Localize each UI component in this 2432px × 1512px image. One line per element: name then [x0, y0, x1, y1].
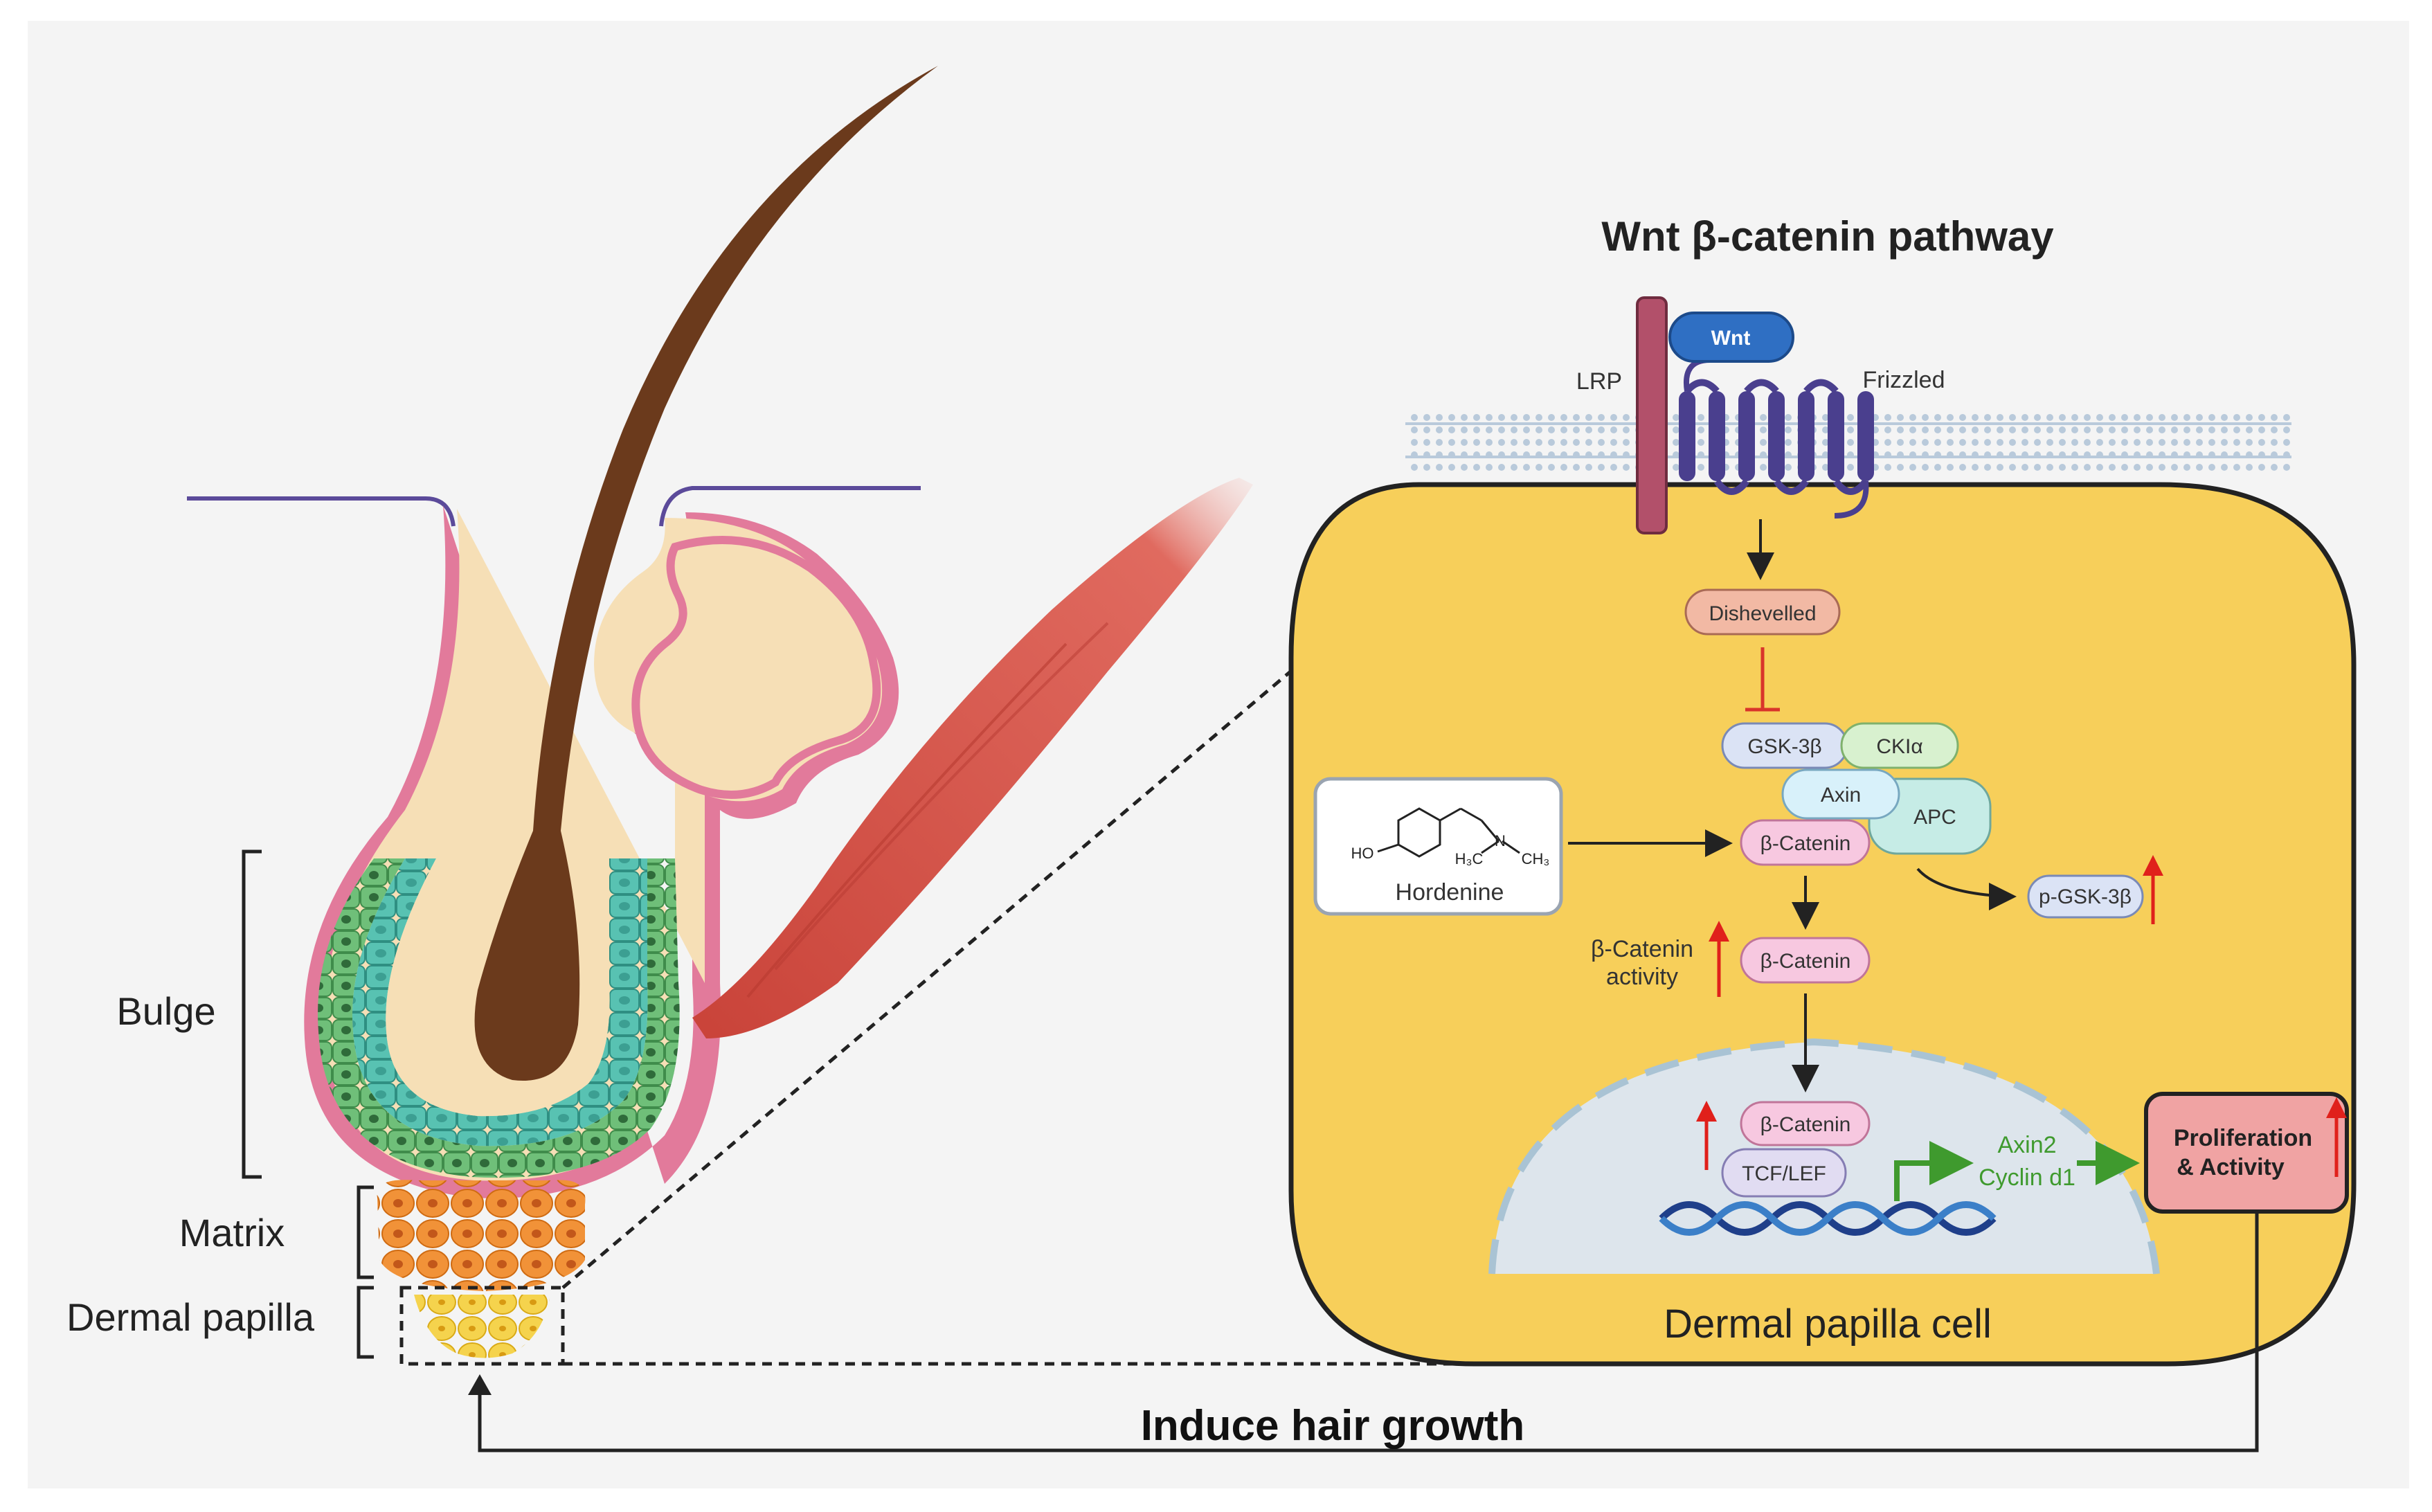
dishevelled-label: Dishevelled: [1709, 602, 1816, 625]
feedback-line: [478, 1212, 2259, 1452]
frizzled-label: Frizzled: [1862, 367, 1945, 393]
target-genes-line1: Axin2: [1997, 1132, 2056, 1158]
bcatenin-complex-node: [1740, 819, 1871, 866]
bulge-bracket: [242, 849, 262, 1179]
matrix-cells: [377, 1180, 586, 1291]
cell-membrane: [1405, 408, 2291, 471]
bcatenin-nuc-node: [1740, 1101, 1871, 1146]
arrow-pgsk3b: [1916, 867, 2017, 910]
activity-label-line2: activity: [1606, 964, 1678, 990]
bulge-cell-layer: [352, 858, 648, 1146]
outcome-box: [2144, 1092, 2349, 1214]
dermal-papilla-label: Dermal papilla: [66, 1295, 315, 1339]
dermal-papilla-cells: [414, 1295, 550, 1358]
hordenine-ho: HO: [1351, 845, 1374, 862]
sebaceous-gland: [631, 536, 881, 799]
cki-node: [1840, 722, 1959, 769]
transcription-arrow: [1894, 1141, 1974, 1201]
dishevelled-node: [1684, 588, 1841, 636]
bcatenin-cyto-label: β-Catenin: [1760, 950, 1851, 973]
activity-label-line1: β-Catenin: [1591, 936, 1693, 962]
axin-node: [1781, 768, 1900, 820]
lrp-receptor: [1636, 296, 1668, 534]
hair-follicle: Bulge Matrix Dermal papilla: [66, 66, 1253, 1366]
axin-label: Axin: [1821, 784, 1861, 807]
papilla-selection-box: [399, 1286, 565, 1366]
pathway-title: Wnt β-catenin pathway: [1601, 213, 2054, 260]
dna-helix: [1659, 1201, 1997, 1236]
bcatenin-complex-label: β-Catenin: [1760, 832, 1851, 855]
hair-shaft: [474, 66, 938, 1081]
tcflef-label: TCF/LEF: [1742, 1162, 1826, 1185]
lrp-label: LRP: [1576, 368, 1622, 395]
bottom-caption: Induce hair growth: [1141, 1402, 1525, 1450]
matrix-bracket: [357, 1185, 374, 1279]
target-genes-line2: Cyclin d1: [1979, 1164, 2075, 1191]
hordenine-structure: [1377, 807, 1520, 858]
pgsk3b-node: [2027, 874, 2144, 919]
pathway-panel: Wnt β-catenin pathway LRP Frizzled Wnt: [1288, 213, 2357, 1367]
frizzled-receptor: [1679, 338, 1874, 519]
wnt-label: Wnt: [1711, 327, 1751, 350]
zoom-line-top: [561, 667, 1296, 1289]
feedback-arrowhead: [468, 1374, 492, 1395]
hordenine-n: N: [1495, 832, 1506, 849]
pgsk3b-label: p-GSK-3β: [2039, 885, 2132, 908]
bcatenin-cyto-node: [1740, 937, 1871, 984]
hordenine-h3c: H₃C: [1455, 850, 1484, 867]
cell-label: Dermal papilla cell: [1664, 1302, 1992, 1347]
cki-label: CKIα: [1876, 735, 1922, 758]
hordenine-label: Hordenine: [1396, 879, 1504, 906]
bulge-label: Bulge: [116, 989, 215, 1033]
bcatenin-nuc-label: β-Catenin: [1760, 1113, 1851, 1136]
tcflef-node: [1721, 1148, 1847, 1198]
wnt-ligand: [1668, 312, 1794, 363]
outcome-line1: Proliferation: [2174, 1125, 2312, 1151]
outcome-line2: & Activity: [2177, 1154, 2285, 1180]
skin-surface-left: [187, 496, 456, 527]
gsk3b-label: GSK-3β: [1747, 735, 1821, 758]
hordenine-ch3: CH₃: [1522, 850, 1550, 867]
skin-surface-right: [659, 486, 921, 527]
outer-cell-layer: [318, 858, 680, 1178]
apc-label: APC: [1913, 806, 1956, 829]
matrix-label: Matrix: [179, 1211, 285, 1254]
papilla-bracket: [357, 1286, 374, 1359]
